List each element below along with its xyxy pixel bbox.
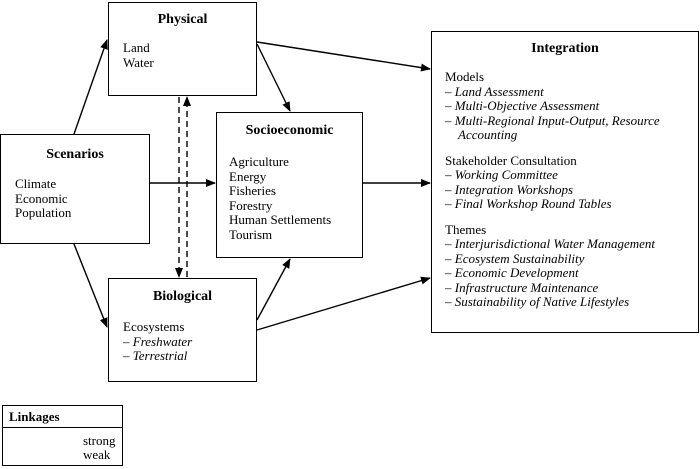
biological-item: – Freshwater [123,333,193,349]
stakeholder-item: – Working Committee [445,167,558,182]
models-section: Models – Land Assessment – Multi-Objecti… [445,69,698,143]
stakeholder-head: Stakeholder Consultation [445,152,577,168]
legend-title: Linkages [9,409,60,424]
physical-title: Physical [157,12,208,27]
legend-divider [3,427,122,428]
physical-box: Physical Land Water [108,2,257,96]
biological-box: Biological Ecosystems – Freshwater – Ter… [108,278,257,382]
physical-item: Water [123,54,154,70]
socioeconomic-item: Human Settlements [229,212,332,227]
socioeconomic-item: Agriculture [229,154,289,169]
integration-box: Integration Models – Land Assessment – M… [431,31,699,333]
stakeholder-item: – Integration Workshops [445,181,574,197]
themes-head: Themes [445,221,487,237]
themes-item: – Sustainability of Native Lifestyles [445,294,630,309]
legend-strong-label: strong [83,433,116,448]
arrow-physical-socioeconomic [256,43,291,112]
socioeconomic-item: Tourism [229,226,273,242]
socioeconomic-item: Fisheries [229,183,276,198]
stakeholder-item: – Final Workshop Round Tables [445,196,612,211]
models-item-continuation: Accounting [458,127,518,142]
biological-title: Biological [152,289,213,304]
linkages-legend: Linkages strong weak [2,405,123,466]
biological-head: Ecosystems [123,319,185,334]
socioeconomic-box: Socioeconomic Agriculture Energy Fisheri… [216,112,363,258]
socioeconomic-title: Socioeconomic [245,123,334,138]
scenarios-item: Population [15,205,72,220]
themes-item: – Economic Development [445,265,579,280]
models-head: Models [445,69,484,84]
scenarios-item: Economic [15,190,68,206]
stakeholder-section: Stakeholder Consultation – Working Commi… [445,152,698,212]
scenarios-item: Climate [15,176,57,191]
models-item: – Multi-Regional Input-Output, Resource [445,112,660,128]
legend-weak-label: weak [83,447,111,462]
arrow-scenarios-physical [73,39,108,135]
arrow-physical-integration [256,41,431,72]
models-item: – Land Assessment [445,83,544,99]
scenarios-title: Scenarios [46,147,104,162]
scenarios-box: Scenarios Climate Economic Population [0,134,150,244]
themes-item: – Infrastructure Maintenance [445,279,599,295]
socioeconomic-item: Energy [229,168,267,184]
themes-item: – Interjurisdictional Water Management [445,236,656,251]
biological-item: – Terrestrial [123,348,188,363]
arrow-biological-integration [256,276,431,331]
themes-section: Themes – Interjurisdictional Water Manag… [445,221,698,310]
physical-item: Land [123,40,150,55]
models-item: – Multi-Objective Assessment [445,98,600,113]
arrow-scenarios-biological [73,243,108,328]
socioeconomic-item: Forestry [229,197,273,213]
integration-title: Integration [531,41,599,56]
themes-item: – Ecosystem Sustainability [445,250,585,266]
arrow-biological-socioeconomic [256,258,291,321]
